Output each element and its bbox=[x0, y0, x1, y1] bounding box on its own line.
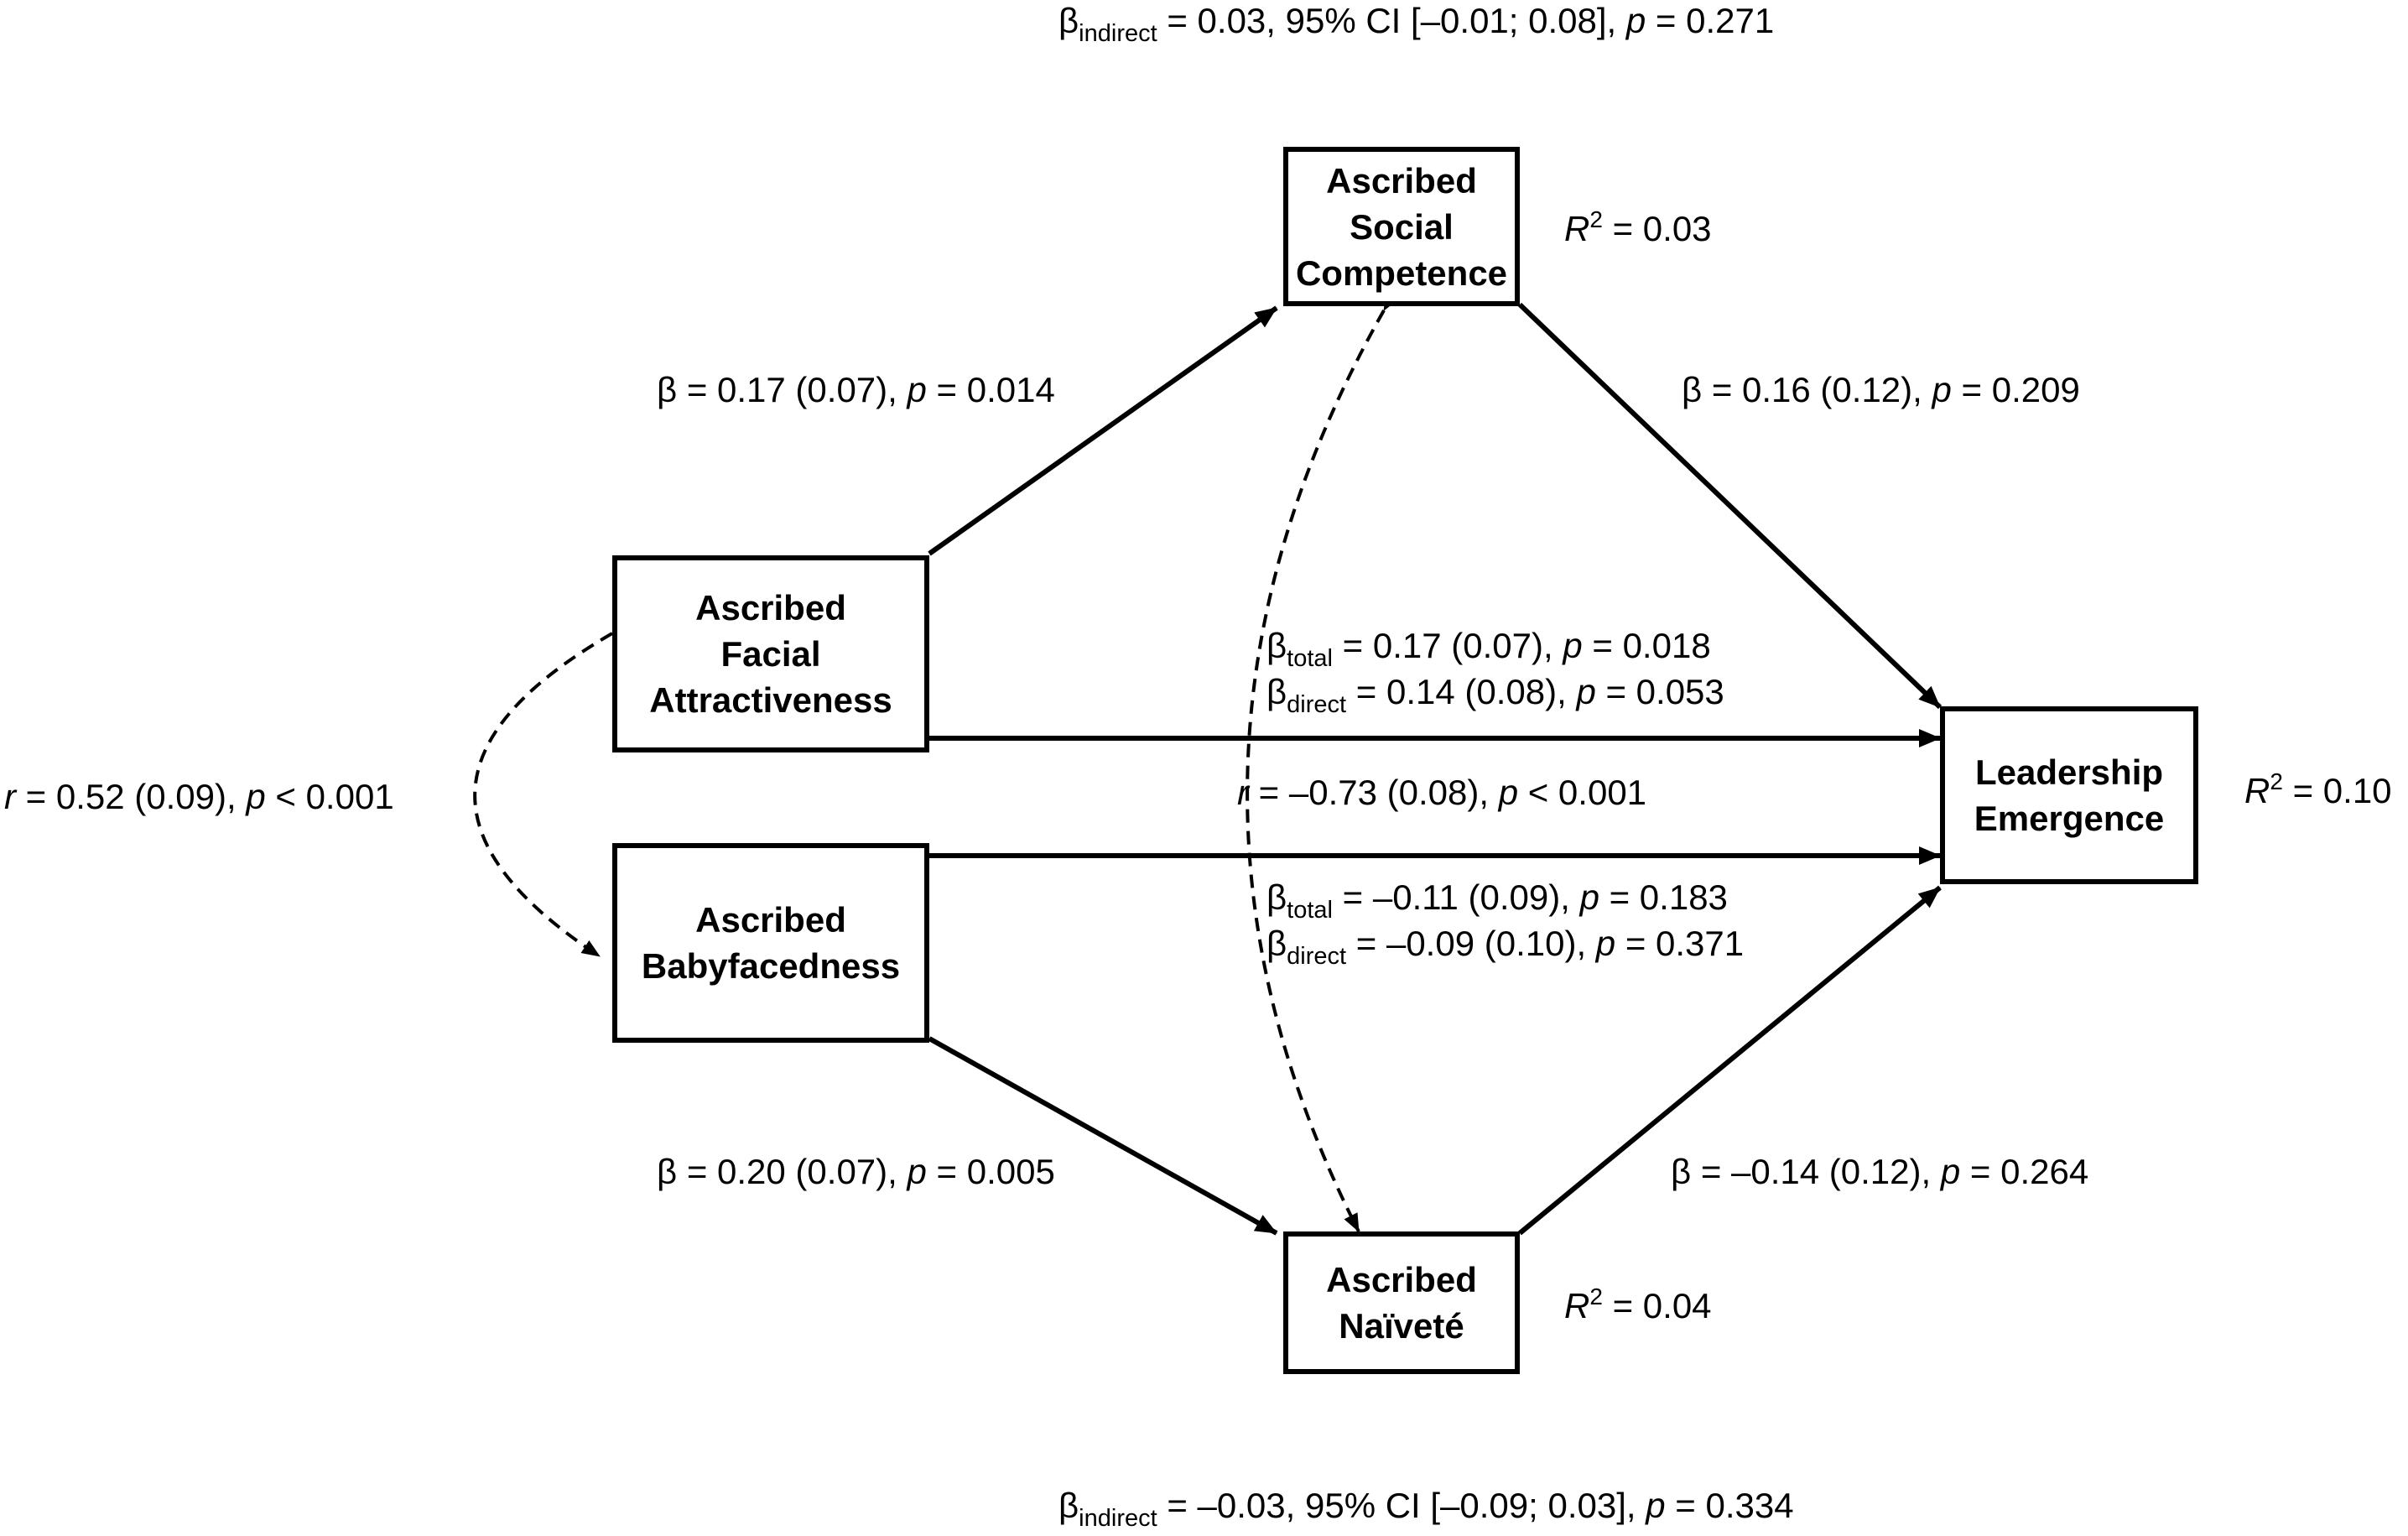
node-label-line: Babyfacedness bbox=[641, 946, 901, 986]
node-label-line: Attractiveness bbox=[649, 680, 892, 720]
node-label-line: Ascribed bbox=[695, 900, 846, 940]
r-squared-social-label: R2 = 0.03 bbox=[1564, 206, 1712, 249]
indirect-effect-social-label: βindirect = 0.03, 95% CI [–0.01; 0.08], … bbox=[1058, 1, 1775, 47]
node-babyfacedness: Ascribed Babyfacedness bbox=[612, 843, 929, 1043]
correlation-mediators-label: r = –0.73 (0.08), p < 0.001 bbox=[1237, 773, 1647, 812]
indirect-effect-naivete-label: βindirect = –0.03, 95% CI [–0.09; 0.03],… bbox=[1058, 1486, 1794, 1532]
node-label-line: Leadership bbox=[1974, 752, 2164, 792]
correlation-mediators-curve bbox=[1246, 291, 1400, 1232]
node-label-line: Competence bbox=[1295, 253, 1508, 293]
node-label-line: Facial bbox=[720, 634, 821, 674]
correlation-predictors-curve bbox=[473, 617, 632, 958]
path-attr-to-social bbox=[928, 305, 1278, 556]
direct-effect-attractiveness-label: βdirect = 0.14 (0.08), p = 0.053 bbox=[1266, 672, 1724, 718]
r-squared-naivete-label: R2 = 0.04 bbox=[1564, 1283, 1712, 1326]
path-a-attractiveness-label: β = 0.17 (0.07), p = 0.014 bbox=[657, 370, 1055, 409]
correlation-predictors-label: r = 0.52 (0.09), p < 0.001 bbox=[4, 777, 394, 816]
path-b-naivete-label: β = –0.14 (0.12), p = 0.264 bbox=[1671, 1152, 2089, 1191]
node-label-line: Emergence bbox=[1974, 799, 2165, 838]
path-naivete-to-leadership bbox=[1518, 885, 1942, 1236]
path-b-social-label: β = 0.16 (0.12), p = 0.209 bbox=[1682, 370, 2080, 409]
direct-effect-babyfacedness-label: βdirect = –0.09 (0.10), p = 0.371 bbox=[1266, 924, 1745, 970]
node-label-line: Ascribed bbox=[1326, 1260, 1477, 1299]
node-social-competence: Ascribed Social Competence bbox=[1283, 147, 1520, 306]
path-baby-to-naivete bbox=[928, 1036, 1278, 1236]
path-a-babyfacedness-label: β = 0.20 (0.07), p = 0.005 bbox=[657, 1152, 1055, 1191]
path-social-to-leadership bbox=[1517, 302, 1943, 710]
node-label-line: Ascribed bbox=[1326, 160, 1477, 200]
node-label-line: Social bbox=[1350, 206, 1454, 247]
total-effect-babyfacedness-label: βtotal = –0.11 (0.09), p = 0.183 bbox=[1266, 877, 1728, 924]
total-effect-attractiveness-label: βtotal = 0.17 (0.07), p = 0.018 bbox=[1266, 626, 1711, 672]
node-naivete: Ascribed Naïveté bbox=[1283, 1231, 1520, 1374]
node-facial-attractiveness: Ascribed Facial Attractiveness bbox=[612, 555, 929, 752]
node-leadership-emergence: Leadership Emergence bbox=[1940, 706, 2198, 884]
node-label-line: Ascribed bbox=[695, 588, 846, 627]
node-label-line: Naïveté bbox=[1339, 1306, 1464, 1346]
r-squared-leadership-label: R2 = 0.10 bbox=[2244, 768, 2392, 811]
